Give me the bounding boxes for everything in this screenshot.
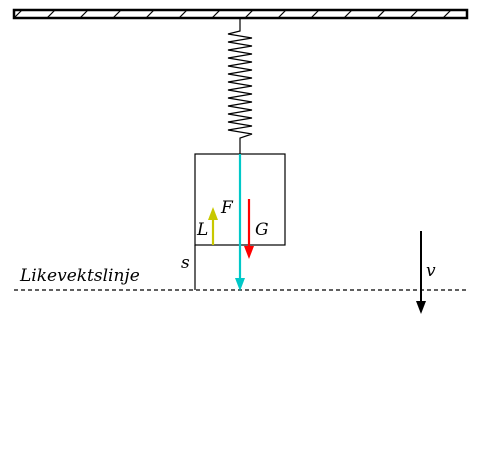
spring-force-label: F — [220, 198, 234, 218]
buoyancy-force-arrow — [208, 207, 218, 245]
spring-force-arrow — [235, 154, 245, 291]
spring — [227, 18, 253, 154]
equilibrium-line-label: Likevektslinje — [19, 266, 140, 286]
velocity-label: v — [426, 261, 436, 281]
ceiling — [12, 8, 469, 20]
gravity-force-label: G — [255, 220, 269, 240]
displacement-label: s — [181, 253, 190, 273]
buoyancy-force-label: L — [196, 220, 208, 240]
gravity-force-arrow — [244, 199, 254, 259]
velocity-arrow — [416, 231, 426, 314]
